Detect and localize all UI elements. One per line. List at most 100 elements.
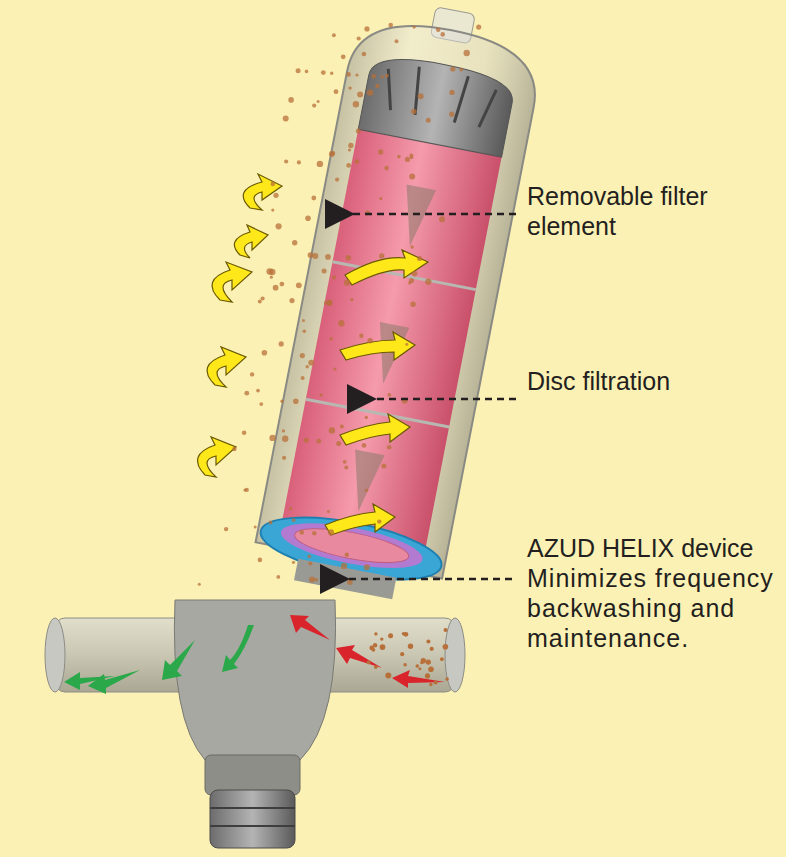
leader-lines (345, 214, 516, 579)
debris-dot (330, 72, 333, 75)
debris-dot (355, 73, 358, 76)
debris-dot (430, 647, 434, 651)
debris-dot (329, 151, 335, 157)
debris-dot (395, 39, 399, 43)
debris-dot (292, 561, 295, 564)
debris-dot (284, 159, 288, 163)
debris-dot (445, 677, 449, 681)
debris-dot (343, 460, 347, 464)
debris-dot (224, 527, 228, 531)
debris-dot (356, 128, 361, 133)
debris-dot (232, 447, 236, 451)
debris-dot (367, 660, 371, 664)
debris-dot (261, 296, 265, 300)
flow-arrows (64, 615, 445, 694)
debris-dot (312, 253, 318, 259)
debris-dot (384, 166, 389, 171)
debris-dot (464, 50, 470, 56)
debris-dot (476, 25, 481, 30)
debris-dot (410, 302, 415, 307)
debris-dot (436, 27, 441, 32)
debris-dot (322, 269, 327, 274)
debris-dot (425, 279, 431, 285)
debris-dot (440, 32, 445, 37)
debris-dot (350, 298, 353, 301)
debris-particles (198, 23, 482, 686)
debris-dot (362, 443, 367, 448)
debris-dot (372, 648, 376, 652)
debris-dot (408, 281, 411, 284)
debris-dot (317, 161, 323, 167)
debris-dot (367, 89, 373, 95)
debris-dot (426, 640, 430, 644)
debris-dot (416, 664, 420, 668)
debris-dot (412, 271, 418, 277)
debris-dot (279, 341, 284, 346)
debris-dot (293, 399, 299, 405)
debris-dot (336, 441, 341, 446)
debris-dot (388, 633, 393, 638)
debris-dot (292, 240, 297, 245)
debris-dot (348, 148, 351, 151)
debris-dot (321, 70, 326, 75)
debris-dot (280, 282, 285, 287)
debris-dot (341, 563, 347, 569)
debris-dot (273, 193, 278, 198)
debris-dot (327, 301, 332, 306)
filter-housing (250, 0, 549, 608)
debris-dot (365, 488, 369, 492)
debris-dot (388, 23, 393, 28)
debris-dot (381, 75, 384, 78)
debris-dot (387, 393, 391, 397)
debris-dot (434, 680, 438, 684)
debris-dot (411, 109, 417, 115)
debris-dot (301, 376, 305, 380)
debris-dot (292, 518, 296, 522)
debris-dot (270, 276, 273, 279)
debris-dot (296, 282, 302, 288)
debris-dot (317, 100, 320, 103)
debris-dot (245, 488, 249, 492)
debris-dot (405, 343, 408, 346)
debris-dot (305, 215, 311, 221)
debris-dot (338, 320, 344, 326)
debris-dot (409, 153, 413, 157)
debris-dot (319, 393, 322, 396)
debris-dot (334, 89, 339, 94)
debris-dot (348, 86, 351, 89)
debris-dot (443, 644, 449, 650)
debris-dot (325, 254, 331, 260)
debris-dot (259, 402, 263, 406)
debris-dot (258, 300, 262, 304)
debris-dot (341, 54, 346, 59)
debris-dot (374, 632, 377, 635)
debris-dot (425, 673, 430, 678)
debris-dot (357, 91, 363, 97)
swirl-arrows (197, 174, 428, 535)
debris-dot (304, 438, 309, 443)
debris-dot (302, 319, 305, 322)
debris-dot (409, 173, 415, 179)
debris-dot (362, 52, 367, 57)
debris-dot (324, 301, 328, 305)
debris-dot (331, 151, 335, 155)
debris-dot (418, 93, 424, 99)
debris-dot (311, 196, 316, 201)
debris-dot (439, 216, 445, 222)
debris-dot (372, 74, 376, 78)
debris-dot (364, 564, 370, 570)
debris-dot (418, 667, 421, 670)
debris-dot (289, 298, 294, 303)
debris-dot (335, 178, 339, 182)
debris-dot (329, 337, 333, 341)
debris-dot (459, 68, 463, 72)
debris-dot (244, 391, 249, 396)
debris-dot (282, 429, 285, 432)
debris-dot (403, 663, 406, 666)
debris-dot (397, 155, 401, 159)
debris-dot (449, 112, 454, 117)
debris-dot (280, 399, 284, 403)
debris-dot (300, 353, 305, 358)
debris-dot (346, 72, 351, 77)
debris-dot (254, 525, 257, 528)
